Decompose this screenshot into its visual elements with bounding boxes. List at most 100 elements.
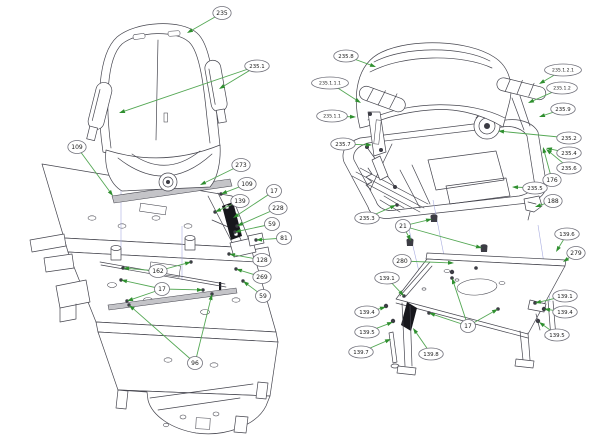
label-text: 21 bbox=[399, 223, 407, 230]
label-text: 235 bbox=[216, 10, 228, 17]
foot-tab bbox=[255, 381, 269, 400]
label-balloon bbox=[556, 146, 582, 160]
front-apron bbox=[117, 389, 271, 435]
part-label-17: 17 bbox=[266, 184, 282, 198]
label-balloon bbox=[330, 137, 356, 151]
label-balloon bbox=[268, 201, 288, 215]
seat-pivot-knob bbox=[158, 172, 178, 192]
label-balloon bbox=[556, 161, 582, 175]
part-label-139.1: 139.1 bbox=[552, 289, 578, 303]
label-text: 235.8 bbox=[338, 54, 354, 60]
part-label-235.9: 235.9 bbox=[550, 102, 576, 116]
label-balloon bbox=[316, 109, 348, 123]
side-bracket bbox=[55, 279, 91, 309]
label-text: 139.4 bbox=[557, 310, 573, 316]
armrest-right bbox=[204, 59, 228, 124]
label-text: 139.7 bbox=[353, 350, 368, 356]
support-cylinder bbox=[184, 235, 196, 251]
part-label-273: 273 bbox=[231, 158, 251, 172]
part-label-235.7: 235.7 bbox=[330, 137, 356, 151]
suspension-scissor bbox=[365, 143, 399, 207]
label-text: 139.6 bbox=[559, 232, 575, 238]
label-balloon bbox=[354, 211, 380, 225]
label-text: 96 bbox=[191, 360, 199, 367]
part-label-139.5: 139.5 bbox=[544, 328, 570, 342]
label-text: 176 bbox=[546, 177, 558, 184]
label-balloon bbox=[544, 328, 570, 342]
base-recess bbox=[427, 150, 511, 205]
label-text: 235.4 bbox=[561, 151, 577, 157]
plate-bend-lines bbox=[395, 261, 529, 339]
part-label-139.4: 139.4 bbox=[552, 305, 578, 319]
label-balloon bbox=[354, 305, 380, 319]
label-balloon bbox=[67, 140, 87, 154]
mounting-plate bbox=[383, 214, 567, 376]
part-label-228: 228 bbox=[268, 201, 288, 215]
part-label-235.1.1: 235.1.1 bbox=[316, 109, 348, 123]
label-text: 59 bbox=[259, 293, 267, 300]
label-text: 273 bbox=[235, 162, 247, 169]
label-text: 109 bbox=[241, 181, 253, 188]
part-label-235.2: 235.2 bbox=[556, 131, 582, 145]
bolt bbox=[480, 244, 488, 252]
part-label-235.5: 235.5 bbox=[522, 181, 548, 195]
part-label-235.1.2: 235.1.2 bbox=[546, 81, 578, 95]
label-text: 235.3 bbox=[359, 216, 374, 222]
label-text: 139.1 bbox=[379, 276, 394, 282]
label-text: 109 bbox=[71, 144, 83, 151]
part-label-21: 21 bbox=[395, 219, 411, 233]
label-balloon bbox=[542, 173, 562, 187]
label-balloon bbox=[237, 177, 257, 191]
label-balloon bbox=[552, 305, 578, 319]
seat-slot bbox=[163, 112, 168, 123]
label-text: 17 bbox=[464, 323, 472, 330]
label-balloon bbox=[418, 347, 444, 361]
part-label-17: 17 bbox=[460, 319, 476, 333]
part-label-109: 109 bbox=[67, 140, 87, 154]
part-label-188: 188 bbox=[543, 194, 563, 208]
label-text: 235.1 bbox=[249, 64, 264, 70]
leader-line bbox=[402, 225, 482, 249]
latch-wedge bbox=[401, 302, 417, 331]
label-balloon bbox=[154, 282, 170, 296]
label-text: 139.8 bbox=[423, 352, 439, 358]
label-text: 235.6 bbox=[561, 166, 577, 172]
part-label-139.7: 139.7 bbox=[348, 345, 374, 359]
label-text: 188 bbox=[547, 198, 559, 205]
backrest-crease bbox=[155, 39, 159, 141]
backrest-shell bbox=[98, 23, 221, 161]
hinge-rod bbox=[388, 331, 398, 364]
label-text: 235.5 bbox=[527, 186, 542, 192]
part-label-128: 128 bbox=[252, 253, 272, 267]
label-balloon bbox=[550, 102, 576, 116]
label-balloon bbox=[460, 319, 476, 333]
bolt bbox=[430, 214, 438, 222]
part-label-235.3: 235.3 bbox=[354, 211, 380, 225]
label-text: 59 bbox=[268, 221, 276, 228]
label-balloon bbox=[231, 158, 251, 172]
leader-line bbox=[452, 278, 469, 327]
label-text: 235.1.1 bbox=[323, 114, 341, 120]
foot-tab bbox=[115, 389, 129, 410]
label-text: 139.5 bbox=[549, 333, 564, 339]
plate-leg-left bbox=[396, 302, 417, 376]
label-balloon bbox=[395, 219, 411, 233]
part-label-59: 59 bbox=[255, 289, 271, 303]
label-balloon bbox=[264, 217, 280, 231]
label-balloon bbox=[392, 254, 412, 268]
label-text: 279 bbox=[570, 250, 582, 257]
part-label-176: 176 bbox=[542, 173, 562, 187]
part-label-139: 139 bbox=[230, 194, 250, 208]
label-text: 128 bbox=[256, 257, 268, 264]
part-label-269: 269 bbox=[252, 270, 272, 284]
part-label-235.1: 235.1 bbox=[244, 59, 270, 73]
part-label-280: 280 bbox=[392, 254, 412, 268]
backrest-slot bbox=[167, 30, 181, 37]
label-balloon bbox=[544, 63, 582, 77]
plate-holes-small bbox=[421, 269, 506, 291]
label-balloon bbox=[556, 131, 582, 145]
part-label-139.6: 139.6 bbox=[554, 227, 580, 241]
label-text: 235.9 bbox=[555, 107, 571, 113]
seat-frame-assembly-drawing bbox=[29, 23, 279, 435]
